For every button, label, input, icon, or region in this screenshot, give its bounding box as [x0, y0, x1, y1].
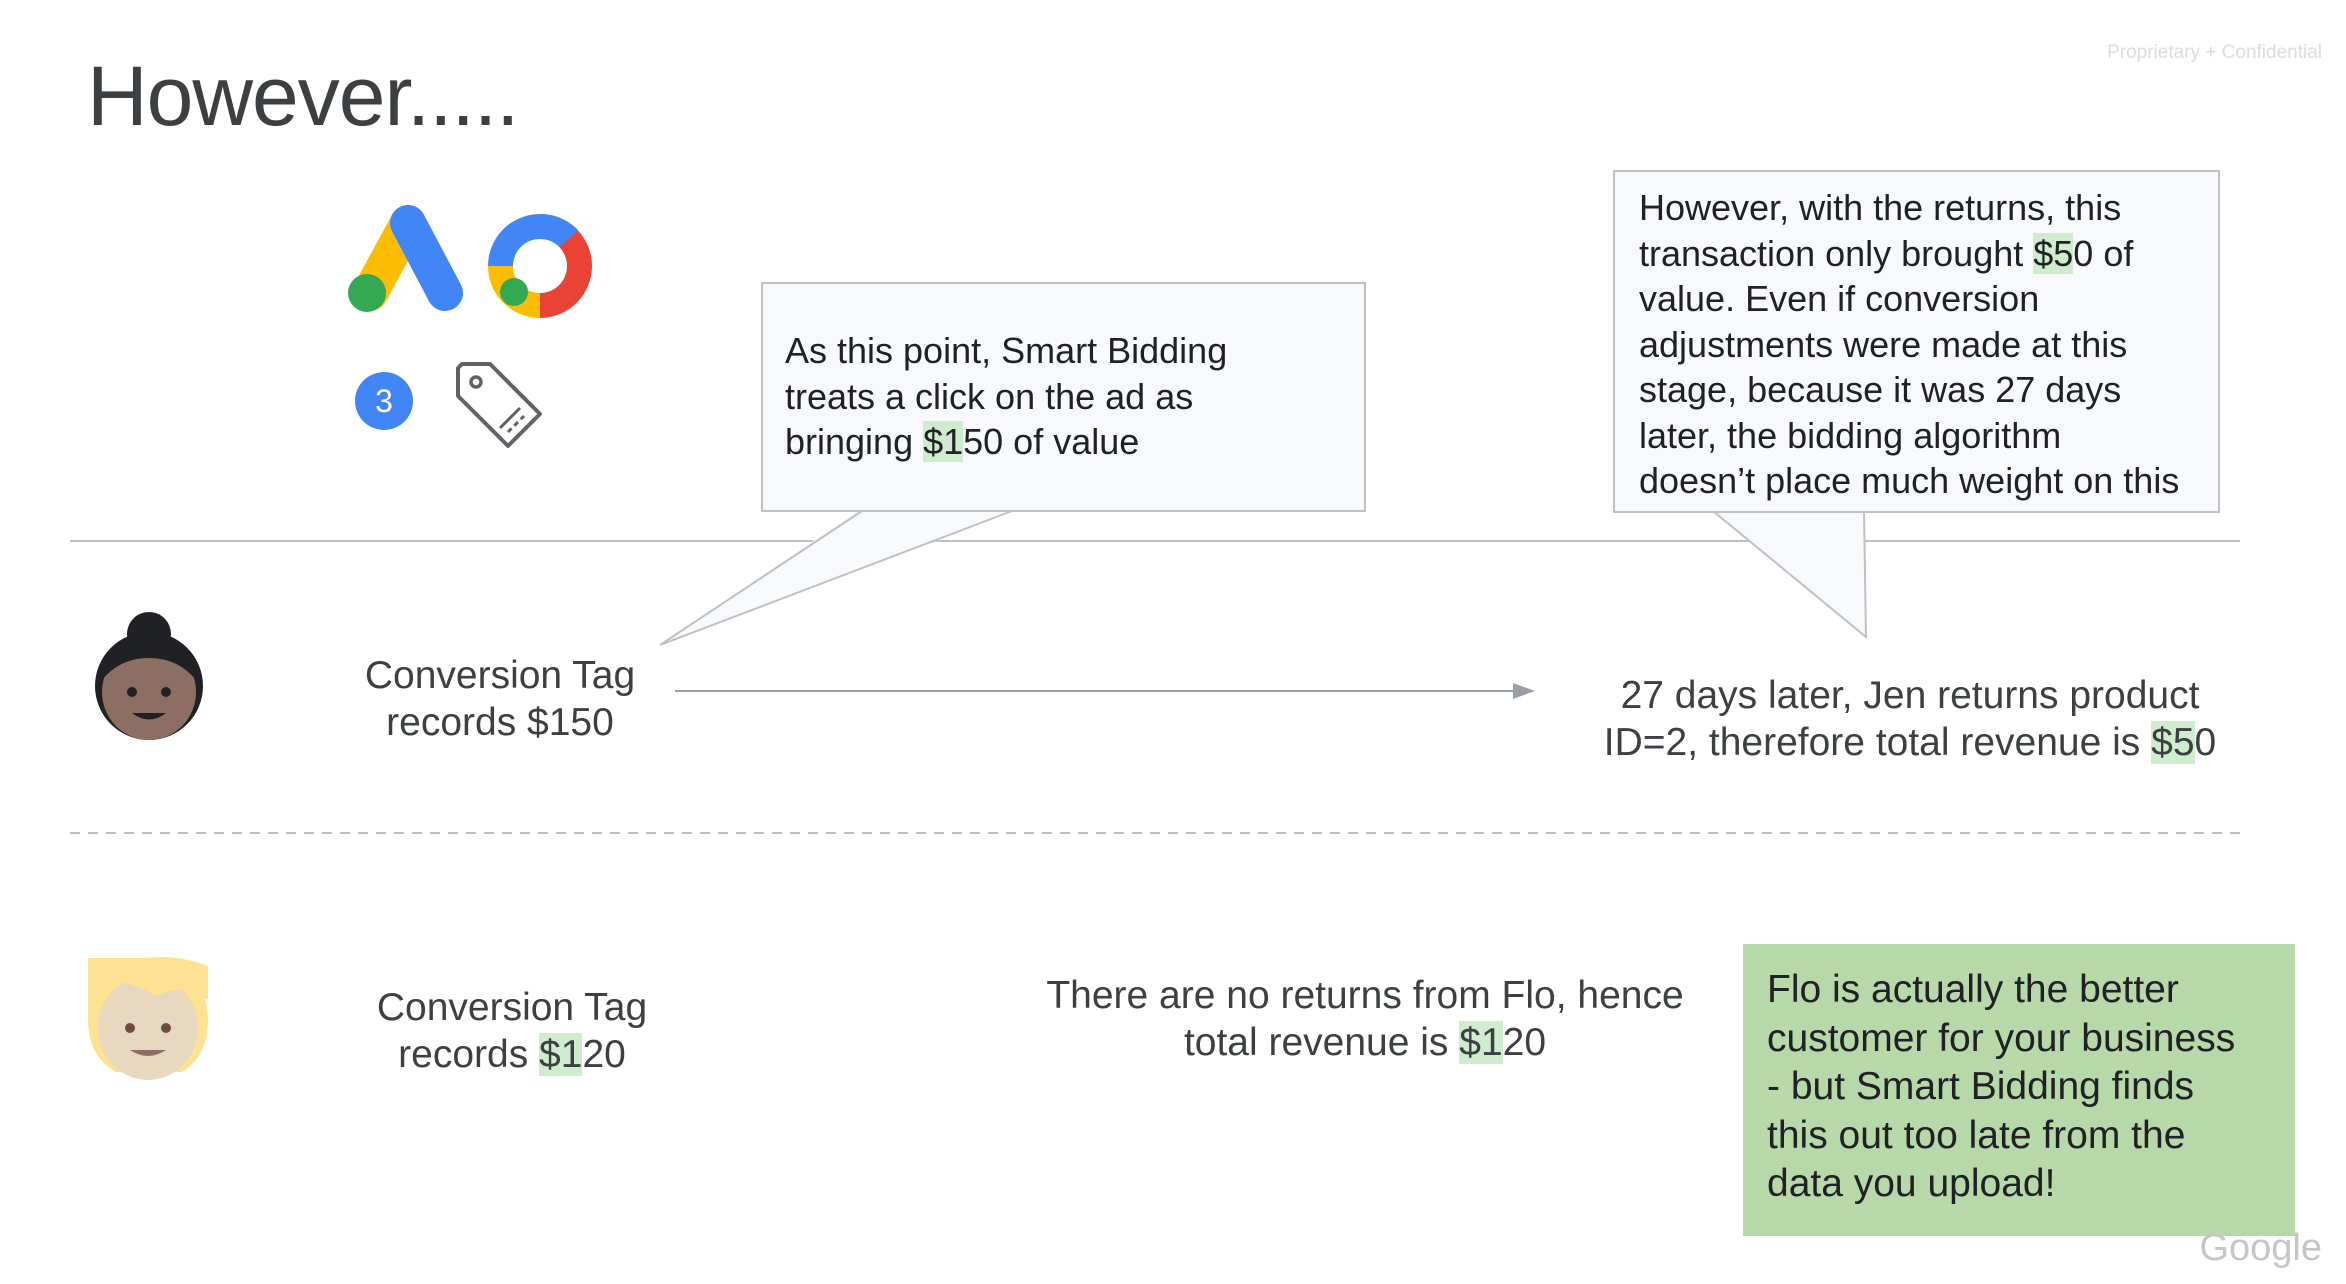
google-ads-logo-icon — [340, 205, 470, 320]
value-highlight: $5 — [2033, 232, 2074, 274]
callout-line: adjustments were made at this — [1639, 323, 2128, 365]
callout-returns-tail — [1712, 510, 1868, 640]
flo-conversion-tag-label: Conversion Tag records $120 — [376, 986, 648, 1076]
callout-smart-bidding-tail — [659, 510, 1013, 646]
google-wordmark: Google — [2199, 1227, 2322, 1269]
callout-line: However, with the returns, this — [1639, 187, 2122, 228]
step-badge: 3 — [355, 372, 413, 430]
callout-returns: However, with the returns, this transact… — [1613, 170, 2220, 513]
flo-result-label: There are no returns from Flo, hence tot… — [1046, 974, 1684, 1064]
person-avatar-dark-hair-icon — [88, 610, 210, 742]
value-highlight: $5 — [2151, 721, 2195, 764]
slide-title: However..... — [87, 49, 520, 143]
callout-line: value. Even if conversion — [1639, 278, 2040, 319]
conclusion-note: Flo is actually the better customer for … — [1743, 944, 2295, 1236]
jen-result-label: 27 days later, Jen returns product ID=2,… — [1603, 674, 2217, 764]
jen-conversion-tag-label: Conversion Tag records $150 — [364, 654, 636, 744]
callout-line: doesn’t place much weight on this — [1639, 460, 2180, 501]
tag-icon — [452, 358, 547, 453]
value-highlight: $1 — [1459, 1021, 1503, 1064]
confidential-label: Proprietary + Confidential — [2107, 42, 2322, 63]
callout-line: As this point, Smart Bidding — [785, 330, 1228, 371]
person-avatar-blond-hair-icon — [86, 956, 211, 1084]
callout-line: treats a click on the ad as — [785, 375, 1194, 417]
callout-smart-bidding: As this point, Smart Bidding treats a cl… — [761, 282, 1366, 512]
value-highlight: $1 — [539, 1033, 583, 1076]
timeline-arrow — [675, 683, 1535, 699]
callout-line: bringing $150 of value — [785, 421, 1140, 462]
callout-line: stage, because it was 27 days — [1639, 369, 2122, 410]
value-highlight: $1 — [923, 421, 964, 462]
google-marketing-ring-logo-icon — [486, 212, 594, 320]
callout-line: transaction only brought $50 of — [1639, 232, 2134, 274]
callout-line: later, the bidding algorithm — [1639, 414, 2062, 456]
